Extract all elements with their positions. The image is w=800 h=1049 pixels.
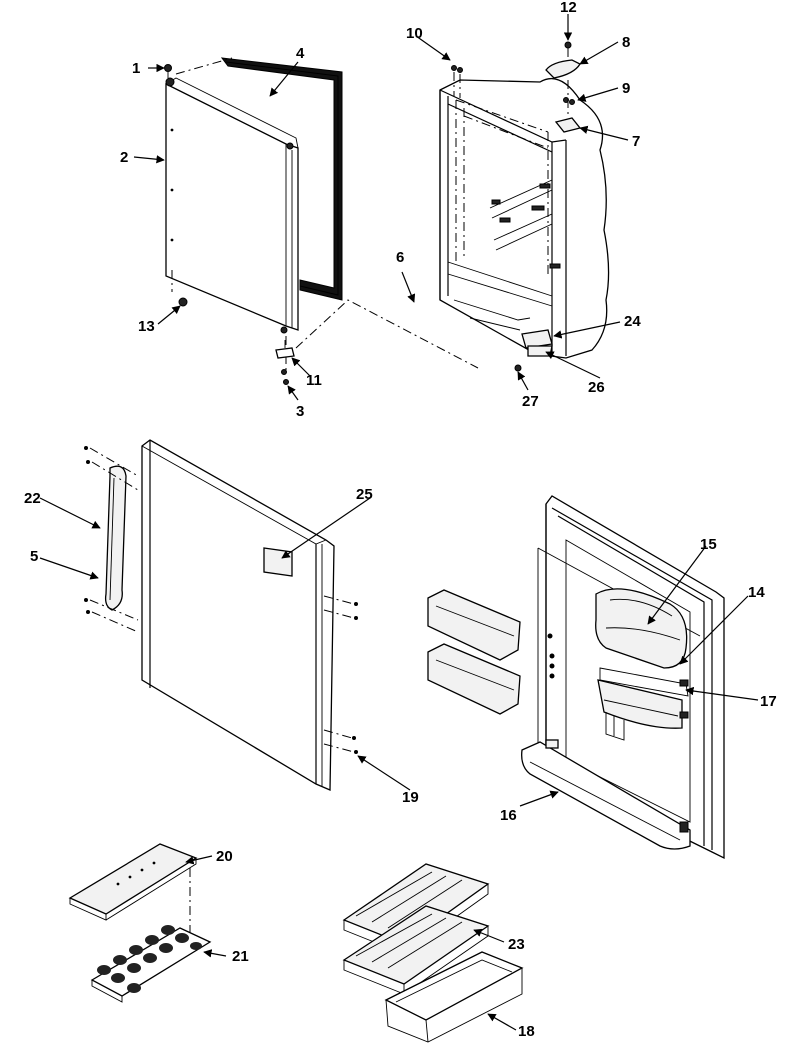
callout-12: 12	[560, 0, 577, 16]
callout-6: 6	[396, 249, 404, 266]
outer-door	[141, 439, 335, 791]
door-liner-assembly	[521, 495, 725, 860]
door-bin	[521, 741, 691, 850]
cabinet-assembly	[439, 41, 610, 372]
door-bins-small	[427, 589, 521, 715]
leader-lines	[39, 14, 759, 1031]
callout-21: 21	[232, 948, 249, 965]
callout-20: 20	[216, 848, 233, 865]
callout-3: 3	[296, 403, 304, 420]
callout-labels: 1 2 3 4 5 6 7 8 9 10 11 12 13 14 15 16 1…	[24, 0, 777, 1040]
callout-23: 23	[508, 936, 525, 953]
callout-25: 25	[356, 486, 373, 503]
callout-27: 27	[522, 393, 539, 410]
callout-8: 8	[622, 34, 630, 51]
callout-19: 19	[402, 789, 419, 806]
screw-1	[164, 64, 172, 78]
callout-26: 26	[588, 379, 605, 396]
callout-14: 14	[748, 584, 765, 601]
callout-22: 22	[24, 490, 41, 507]
callout-24: 24	[624, 313, 641, 330]
door-panel-assembly	[164, 57, 479, 385]
door-handle	[104, 465, 127, 611]
callout-9: 9	[622, 80, 630, 97]
callout-2: 2	[120, 149, 128, 166]
callout-15: 15	[700, 536, 717, 553]
callout-13: 13	[138, 318, 155, 335]
callout-18: 18	[518, 1023, 535, 1040]
egg-tray-assembly	[68, 843, 212, 1003]
callout-11: 11	[306, 372, 322, 389]
callout-10: 10	[406, 25, 423, 42]
outer-door-assembly	[84, 439, 358, 791]
lower-hinge	[275, 340, 295, 385]
callout-4: 4	[296, 45, 305, 62]
ice-tray-lower	[342, 905, 490, 995]
egg-cups	[97, 925, 202, 993]
ice-trays	[342, 863, 524, 1043]
hinge-cover	[545, 59, 581, 79]
callout-5: 5	[30, 548, 38, 565]
rating-label	[263, 547, 293, 577]
callout-7: 7	[632, 133, 640, 150]
callout-17: 17	[760, 693, 777, 710]
ice-dispenser	[595, 588, 688, 669]
inner-door-panel	[165, 82, 299, 331]
door-gasket	[220, 57, 343, 301]
callout-1: 1	[132, 60, 140, 77]
callout-16: 16	[500, 807, 517, 824]
